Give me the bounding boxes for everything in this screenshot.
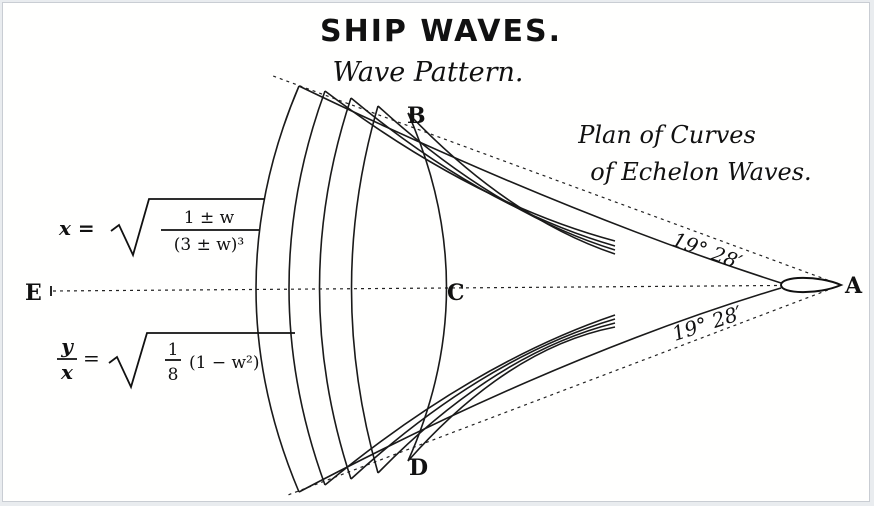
ship-hull-icon: [779, 276, 844, 294]
diagram-title: SHIP WAVES.: [320, 14, 562, 49]
upper-diverging-waves: [324, 90, 616, 255]
angle-label-upper: 19° 28′: [669, 227, 745, 274]
formula-yx-x: x: [60, 360, 74, 384]
formula-yx-tail: (1 − w²): [189, 353, 260, 373]
formula-x-lhs: x =: [58, 216, 95, 240]
formula-yx: y x = 1 8 (1 − w²): [57, 332, 295, 390]
point-label-b: B: [407, 103, 426, 129]
upper-wave-outer-curve: [298, 85, 782, 284]
formula-x-denominator: (3 ± w)³: [174, 235, 245, 255]
diagram-subtitle: Wave Pattern.: [333, 57, 524, 88]
formula-x-numerator: 1 ± w: [184, 208, 235, 228]
point-label-d: D: [409, 455, 428, 481]
point-label-a: A: [844, 273, 863, 299]
lower-diverging-waves: [324, 314, 616, 486]
plan-label-line1: Plan of Curves: [577, 121, 756, 149]
formula-yx-eq: =: [83, 346, 100, 370]
formula-yx-frac-den: 8: [168, 365, 179, 385]
ship-waves-diagram: SHIP WAVES. Wave Pattern. Plan of Curves…: [25, 14, 863, 496]
lower-wave-outer-curve: [298, 287, 782, 493]
plan-label-line2: of Echelon Waves.: [590, 158, 811, 186]
formula-yx-frac-num: 1: [168, 340, 179, 360]
angle-label-lower: 19° 28′: [669, 301, 745, 346]
formula-yx-y: y: [60, 334, 74, 358]
formula-yx-radical: [108, 332, 295, 390]
formula-x: x = 1 ± w (3 ± w)³: [58, 198, 265, 258]
point-label-c: C: [447, 280, 465, 306]
lower-cusp-line: [287, 284, 842, 496]
formula-x-radical: [110, 198, 265, 258]
transverse-waves: [255, 85, 448, 493]
point-label-e: E: [25, 280, 42, 306]
